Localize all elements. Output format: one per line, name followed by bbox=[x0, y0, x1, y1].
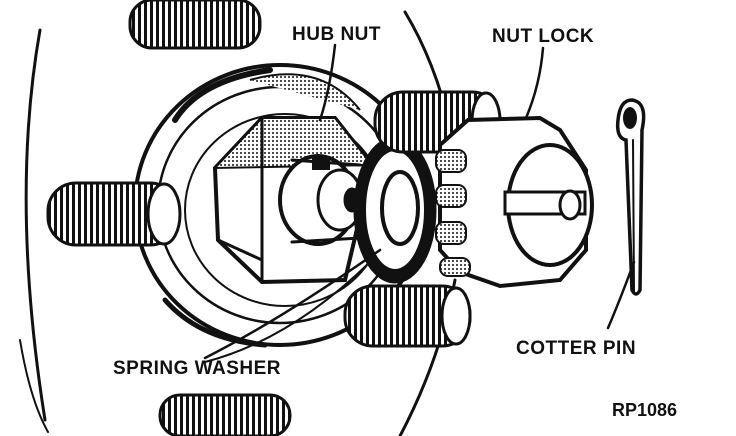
hub-nut-leader bbox=[318, 43, 337, 122]
nut-lock-leader bbox=[524, 46, 545, 120]
left-wheel-stud bbox=[46, 181, 182, 247]
nut-lock-label: NUT LOCK bbox=[492, 26, 594, 47]
lower-wheel-stud bbox=[343, 284, 472, 348]
leader-lines bbox=[203, 43, 636, 363]
cotter-pin-label: COTTER PIN bbox=[516, 338, 636, 359]
cotter-pin bbox=[615, 98, 646, 296]
nut-lock bbox=[435, 115, 594, 289]
spring-washer bbox=[353, 136, 437, 284]
hub-nut-label: HUB NUT bbox=[292, 24, 381, 45]
figure-reference: RP1086 bbox=[612, 400, 677, 420]
spring-washer-leader bbox=[203, 248, 382, 360]
cotter-pin-leader bbox=[606, 260, 636, 330]
bottom-wheel-stud bbox=[158, 393, 292, 436]
top-wheel-stud bbox=[128, 0, 262, 50]
spring-washer-label: SPRING WASHER bbox=[113, 358, 281, 379]
